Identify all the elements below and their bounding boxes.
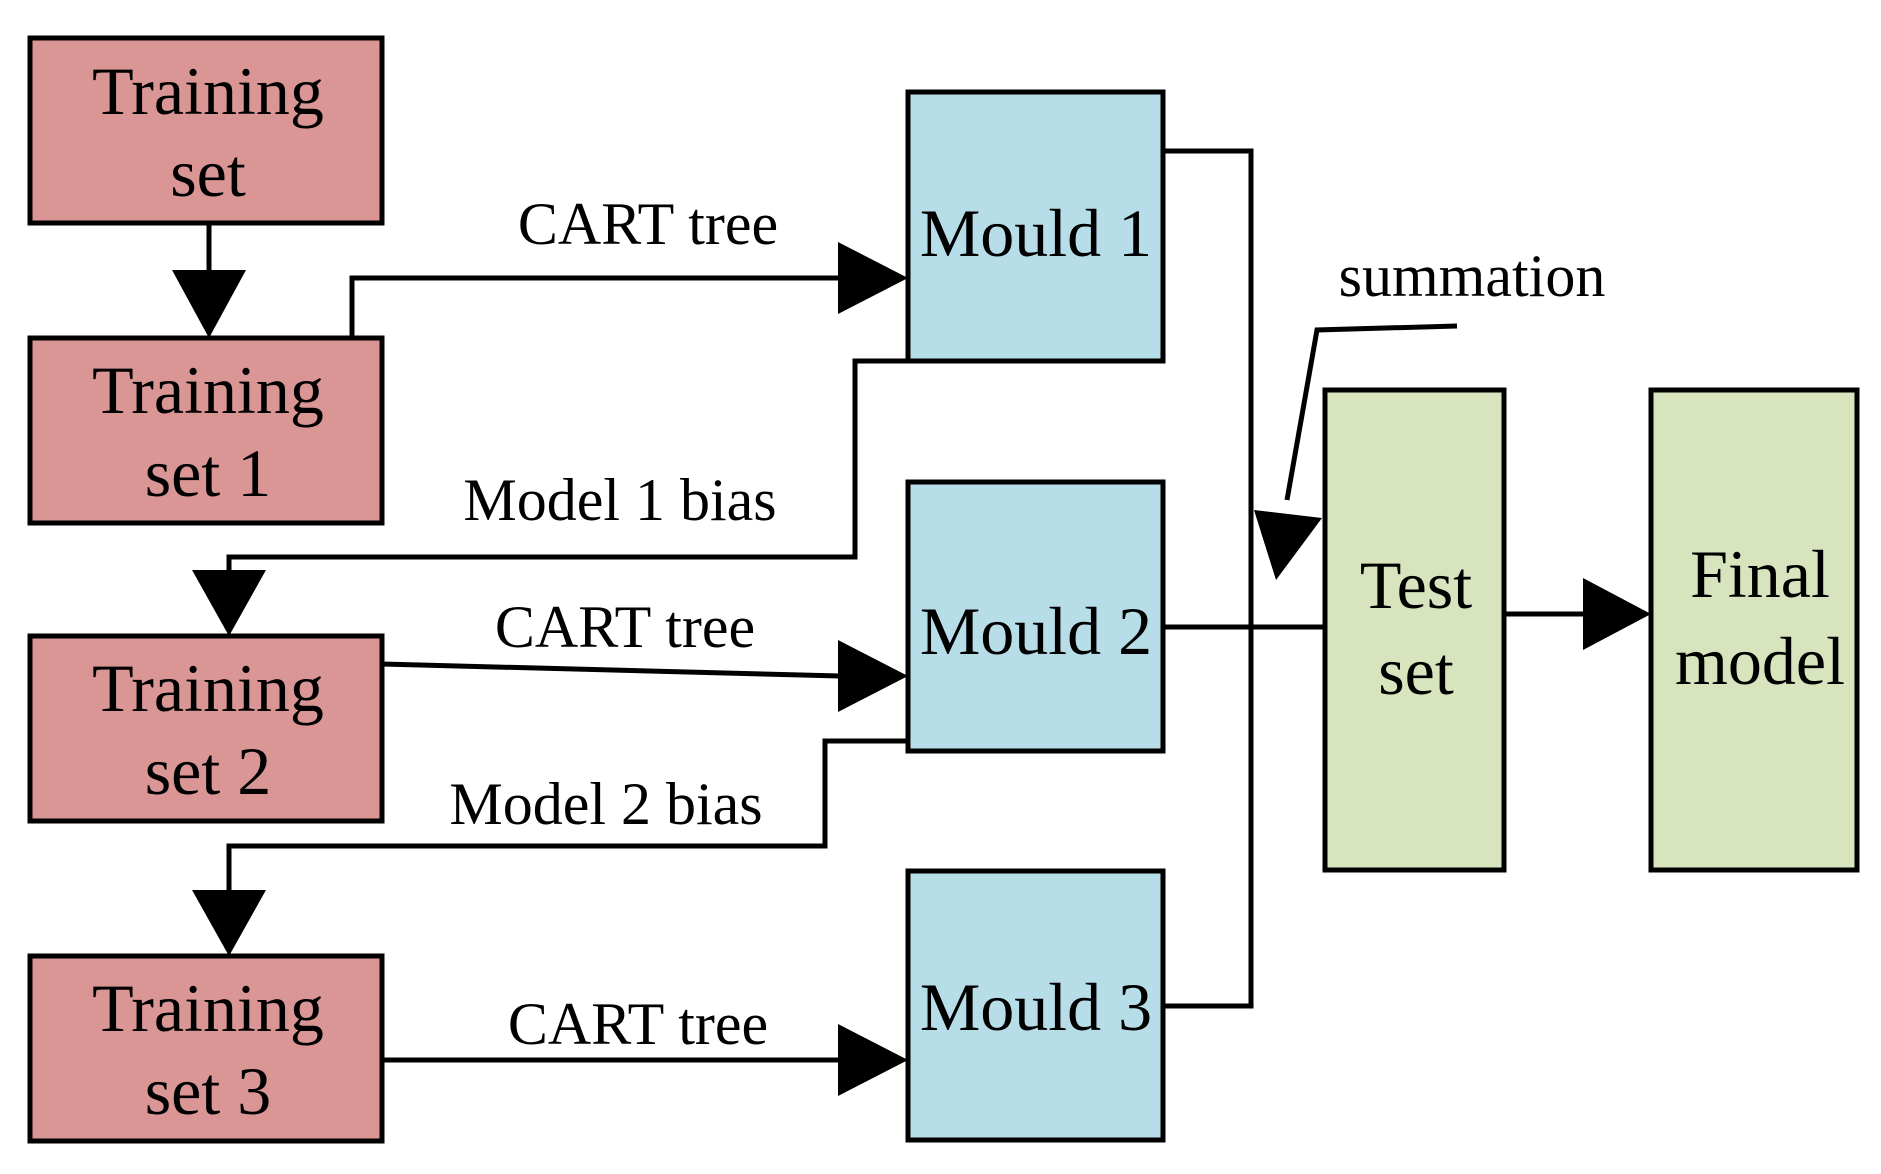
arrowhead-mould1 [838, 242, 908, 314]
training-set-2-label-line2: set 2 [145, 733, 272, 809]
training-set-1-label-line1: Training [92, 352, 324, 428]
connector-mould2-bias-to-set3 [226, 738, 908, 900]
summation-bus-mould1 [1163, 148, 1254, 1009]
model-1-bias-label: Model 1 bias [463, 467, 776, 533]
connector-mould1-bias-to-set2 [226, 358, 908, 580]
test-set-label-line1: Test [1360, 547, 1472, 623]
training-set-3-label-line2: set 3 [145, 1053, 272, 1129]
test-set-label-line2: set [1378, 633, 1454, 709]
mould-2-node: Mould 2 [905, 479, 1166, 754]
mould-3-label: Mould 3 [920, 969, 1152, 1045]
connector-set1-to-mould1 [349, 275, 840, 338]
training-set-3-box [27, 953, 385, 1144]
cart-tree-label-2: CART tree [495, 594, 755, 660]
model-2-bias-label: Model 2 bias [449, 771, 762, 837]
mould-1-box [905, 89, 1166, 364]
final-model-node: Final model [1648, 387, 1860, 873]
training-set-1-box [27, 335, 385, 526]
mould-3-box [905, 868, 1166, 1143]
arrowhead-mould2 [838, 640, 908, 712]
connector-set2-to-mould2 [381, 661, 841, 679]
training-set-3-label-line1: Training [92, 970, 324, 1046]
training-set-2-label-line1: Training [92, 650, 324, 726]
training-set-1-node: Training set 1 [27, 335, 385, 526]
training-set-3-node: Training set 3 [27, 953, 385, 1144]
arrowhead-down-set3 [192, 890, 266, 956]
training-set-label-line1: Training [92, 53, 324, 129]
final-model-label-line1: Final [1690, 536, 1830, 612]
mould-2-label: Mould 2 [920, 593, 1152, 669]
summation-pointer-line [1284, 323, 1458, 501]
arrowhead-final-model [1583, 578, 1651, 650]
arrowhead-down-set2 [192, 570, 266, 636]
training-set-2-box [27, 633, 385, 824]
final-model-box [1648, 387, 1860, 873]
arrowhead-down-set1 [172, 270, 246, 338]
training-set-label-line2: set [170, 135, 246, 211]
final-model-label-line2: model [1675, 623, 1845, 699]
training-set-1-label-line2: set 1 [145, 435, 272, 511]
summation-pointer-arrowhead [1254, 510, 1322, 580]
cart-tree-label-1: CART tree [518, 191, 778, 257]
test-set-node: Test set [1322, 387, 1507, 873]
mould-1-label: Mould 1 [920, 195, 1152, 271]
mould-2-box [905, 479, 1166, 754]
cart-tree-label-3: CART tree [508, 991, 768, 1057]
test-set-box [1322, 387, 1507, 873]
summation-label: summation [1339, 243, 1606, 309]
training-set-node: Training set [27, 35, 385, 226]
mould-1-node: Mould 1 [905, 89, 1166, 364]
arrowhead-mould3 [838, 1024, 908, 1096]
training-set-2-node: Training set 2 [27, 633, 385, 824]
training-set-box [27, 35, 385, 226]
mould-3-node: Mould 3 [905, 868, 1166, 1143]
